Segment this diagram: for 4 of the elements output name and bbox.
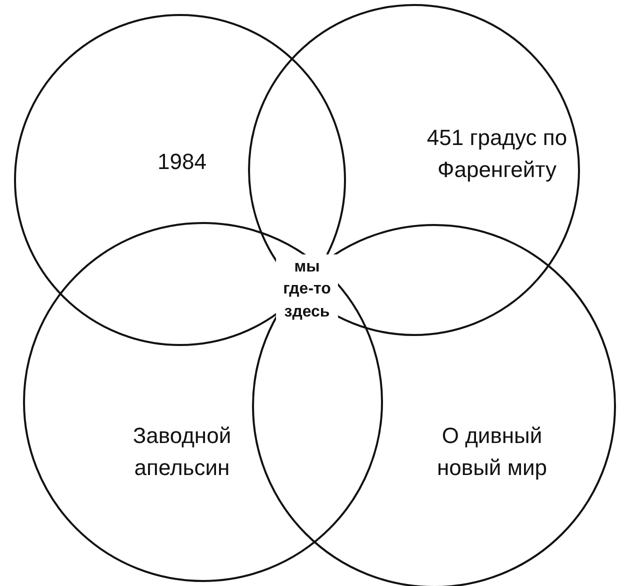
circle-label: О дивный новый мир — [436, 422, 548, 482]
circle-label: 451 градус по Фаренгейту — [426, 124, 568, 184]
circle-label: 1984 — [156, 148, 208, 176]
circle-label: Заводной апельсин — [132, 422, 232, 482]
